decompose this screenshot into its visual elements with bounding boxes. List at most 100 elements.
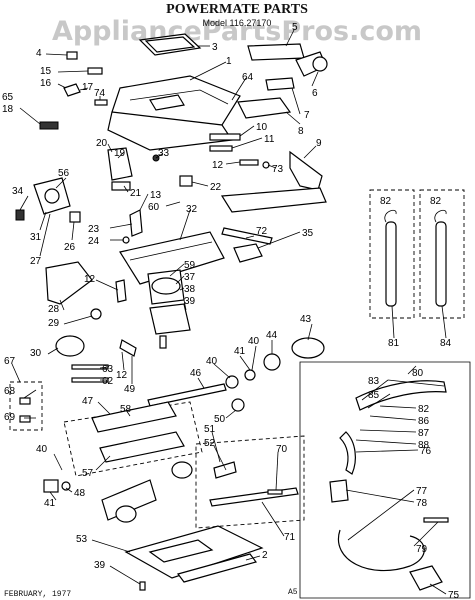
callout-79: 79 [416, 544, 428, 555]
callout-26: 26 [64, 242, 76, 253]
callout-48: 48 [74, 488, 86, 499]
callout-74: 74 [94, 88, 106, 99]
callout-23: 23 [88, 224, 100, 235]
callout-57: 57 [82, 468, 94, 479]
callout-60: 60 [148, 202, 160, 213]
callout-53: 53 [76, 534, 88, 545]
part-30 [55, 335, 85, 357]
callout-20: 20 [96, 138, 108, 149]
callout-30: 30 [30, 348, 42, 359]
callout-43: 43 [300, 314, 312, 325]
callout-13: 13 [150, 190, 162, 201]
callout-77: 77 [416, 486, 428, 497]
callout-34: 34 [12, 186, 24, 197]
part-39-lower [139, 581, 146, 591]
callout-72: 72 [256, 226, 268, 237]
callout-15: 15 [40, 66, 52, 77]
callout-labels: 4 15 16 17 74 65 18 3 1 64 5 6 7 8 10 11… [2, 22, 460, 600]
callout-64: 64 [242, 72, 254, 83]
callout-24: 24 [88, 236, 100, 247]
part-78-coupling [329, 479, 349, 503]
callout-69: 69 [4, 412, 16, 423]
part-10 [209, 133, 241, 141]
part-71 [209, 487, 299, 507]
part-39-motor [149, 303, 191, 335]
callout-1: 1 [226, 56, 232, 67]
model-number: Model 116.27170 [203, 18, 272, 28]
callout-39b: 39 [94, 560, 106, 571]
part-79 [423, 517, 449, 523]
callout-46: 46 [190, 368, 202, 379]
part-21 [111, 181, 131, 191]
callout-29: 29 [48, 318, 60, 329]
callout-18: 18 [2, 104, 14, 115]
callout-83: 83 [368, 376, 380, 387]
callout-6: 6 [312, 88, 318, 99]
callout-80: 80 [412, 368, 424, 379]
part-15 [87, 67, 103, 75]
part-26 [69, 211, 81, 223]
part-2-strip [176, 553, 258, 583]
callout-44: 44 [266, 330, 278, 341]
callout-50: 50 [214, 414, 226, 425]
callout-62: 62 [102, 376, 114, 387]
callout-82a: 82 [380, 196, 392, 207]
part-69 [19, 415, 31, 423]
callout-2: 2 [262, 550, 268, 561]
part-83-hose [355, 380, 447, 411]
callout-8: 8 [298, 126, 304, 137]
part-18 [39, 121, 59, 130]
callout-82c: 82 [418, 404, 430, 415]
part-6-nozzle [312, 56, 328, 72]
part-52-box [195, 435, 305, 529]
part-3-filter-inner [144, 36, 196, 53]
part-51 [213, 461, 237, 479]
part-57-brush [99, 431, 185, 463]
callout-51: 51 [204, 424, 216, 435]
callout-65: 65 [2, 92, 14, 103]
callout-40b: 40 [206, 356, 218, 367]
callout-78: 78 [416, 498, 428, 509]
callout-59: 59 [184, 260, 196, 271]
callout-84: 84 [440, 338, 452, 349]
part-84-hose [435, 221, 447, 307]
part-44 [263, 353, 281, 371]
callout-49: 49 [124, 384, 136, 395]
part-8 [237, 97, 292, 119]
part-wheel-right [171, 461, 193, 479]
hose-box-81 [369, 189, 415, 319]
page-title: POWERMATE PARTS [166, 2, 308, 17]
callout-87: 87 [418, 428, 430, 439]
part-76-hose [339, 431, 356, 475]
callout-88: 88 [418, 440, 430, 451]
part-11 [209, 145, 233, 152]
part-72 [221, 227, 273, 245]
callout-40: 40 [248, 336, 260, 347]
part-81-hose [385, 221, 397, 307]
callout-17: 17 [82, 82, 94, 93]
hose-box-84 [419, 189, 465, 319]
callout-12c: 12 [116, 370, 128, 381]
part-29 [90, 308, 102, 320]
callout-67: 67 [4, 356, 16, 367]
part-9-bar [220, 187, 327, 213]
callout-12: 12 [212, 160, 224, 171]
callout-21: 21 [130, 188, 142, 199]
callout-81: 81 [388, 338, 400, 349]
part-75-nozzle [409, 565, 443, 591]
callout-31: 31 [30, 232, 42, 243]
part-46-axle [147, 383, 227, 407]
part-12 [115, 279, 127, 303]
callout-75: 75 [448, 590, 460, 600]
part-50 [231, 398, 245, 412]
hose-assembly-box [299, 361, 471, 599]
callout-39: 39 [184, 296, 196, 307]
part-40 [225, 375, 239, 389]
part-48 [61, 481, 71, 491]
callout-68: 68 [4, 386, 16, 397]
housing-ridge [129, 89, 229, 105]
callout-3: 3 [212, 42, 218, 53]
footer-date: FEBRUARY, 1977 [4, 590, 71, 599]
callout-38: 38 [184, 284, 196, 295]
part-34 [15, 209, 25, 221]
